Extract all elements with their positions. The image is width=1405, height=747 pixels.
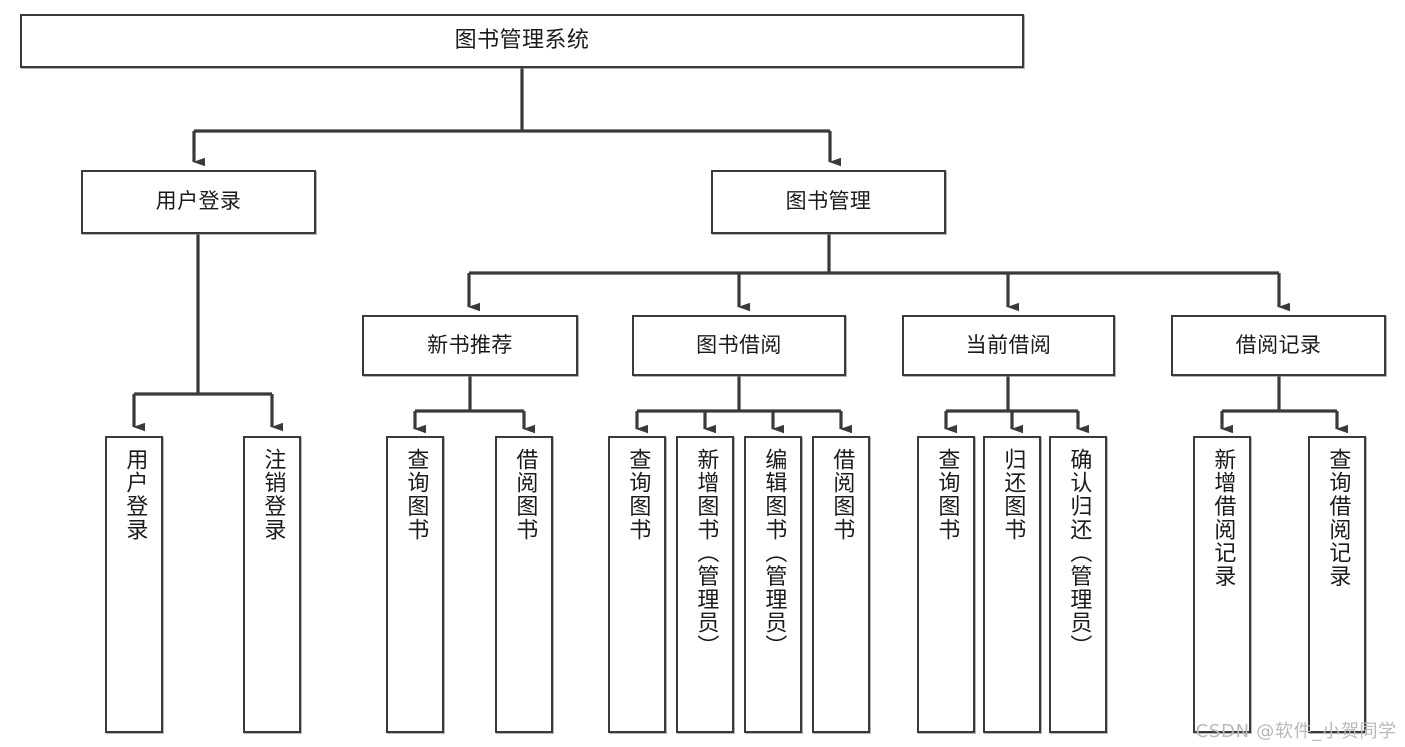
node-label: 用户登录 <box>155 189 242 214</box>
node-label: 编辑图书（管理员） <box>761 448 787 658</box>
node-label: 查询借阅记录 <box>1325 448 1351 588</box>
node-label: 用户登录 <box>122 448 148 542</box>
node-label: 新增图书（管理员） <box>693 448 719 658</box>
node-borrow-record[interactable]: 借阅记录 <box>1171 315 1386 376</box>
leaf-newbook-query-book[interactable]: 查询图书 <box>386 436 444 733</box>
node-new-book-recommend[interactable]: 新书推荐 <box>362 315 578 376</box>
node-label: 查询图书 <box>625 448 651 542</box>
node-user-login[interactable]: 用户登录 <box>81 170 316 234</box>
node-label: 确认归还（管理员） <box>1066 448 1092 658</box>
leaf-borrow-edit-book-admin[interactable]: 编辑图书（管理员） <box>744 436 802 733</box>
leaf-user-logout[interactable]: 注销登录 <box>243 436 301 733</box>
node-label: 新增借阅记录 <box>1210 448 1236 588</box>
csdn-watermark: CSDN @软件_小贺同学 <box>1195 721 1397 742</box>
leaf-newbook-borrow-book[interactable]: 借阅图书 <box>495 436 553 733</box>
node-label: 查询图书 <box>934 448 960 542</box>
leaf-record-add-record[interactable]: 新增借阅记录 <box>1193 436 1251 733</box>
node-label: 图书管理系统 <box>454 27 590 53</box>
node-label: 图书借阅 <box>696 332 782 357</box>
node-label: 注销登录 <box>260 448 286 542</box>
node-book-borrow[interactable]: 图书借阅 <box>632 315 846 376</box>
leaf-borrow-add-book-admin[interactable]: 新增图书（管理员） <box>676 436 734 733</box>
node-label: 归还图书 <box>1000 448 1026 542</box>
leaf-borrow-borrow-book[interactable]: 借阅图书 <box>812 436 870 733</box>
leaf-current-confirm-return-admin[interactable]: 确认归还（管理员） <box>1049 436 1107 733</box>
node-label: 借阅图书 <box>829 448 855 542</box>
node-current-borrow[interactable]: 当前借阅 <box>902 315 1115 376</box>
leaf-user-login[interactable]: 用户登录 <box>105 436 163 733</box>
node-label: 图书管理 <box>785 189 872 214</box>
node-label: 借阅记录 <box>1235 332 1322 357</box>
node-label: 查询图书 <box>403 448 429 542</box>
node-label: 当前借阅 <box>965 332 1052 357</box>
leaf-record-query-record[interactable]: 查询借阅记录 <box>1308 436 1366 733</box>
leaf-borrow-query-book[interactable]: 查询图书 <box>608 436 666 733</box>
node-root-system[interactable]: 图书管理系统 <box>20 14 1024 68</box>
node-book-management[interactable]: 图书管理 <box>711 170 946 234</box>
leaf-current-query-book[interactable]: 查询图书 <box>917 436 975 733</box>
node-label: 借阅图书 <box>512 448 538 542</box>
node-label: 新书推荐 <box>427 332 513 357</box>
leaf-current-return-book[interactable]: 归还图书 <box>983 436 1041 733</box>
